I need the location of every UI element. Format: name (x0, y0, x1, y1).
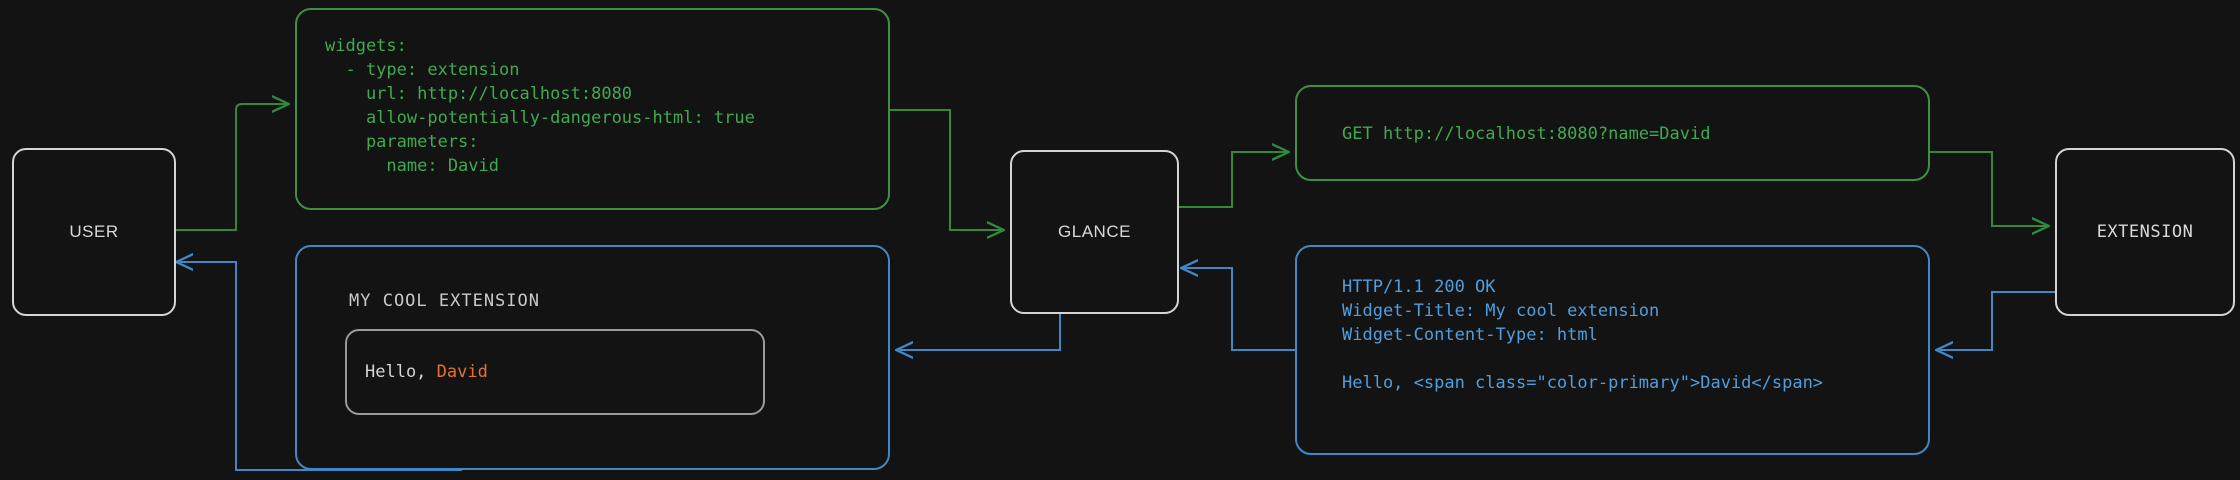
wire-extension-to-response (1937, 291, 2055, 350)
node-extension-label: EXTENSION (2096, 222, 2194, 242)
node-extension[interactable]: EXTENSION (2055, 148, 2235, 316)
widget-name-accent: David (436, 362, 488, 382)
widget-preview-body: Hello, David (347, 362, 488, 382)
response-card-code: HTTP/1.1 200 OK Widget-Title: My cool ex… (1342, 277, 1824, 393)
node-glance-label: GLANCE (1058, 222, 1131, 241)
wire-config-to-glance (890, 109, 1003, 230)
widget-preview-body-box: Hello, David (345, 329, 765, 415)
wire-widget-to-user (177, 262, 462, 471)
widget-preview-card[interactable]: MY COOL EXTENSION Hello, David (295, 245, 890, 470)
response-card[interactable]: HTTP/1.1 200 OK Widget-Title: My cool ex… (1295, 245, 1930, 455)
wire-glance-to-widget (897, 310, 1061, 350)
wire-glance-to-request (1175, 152, 1288, 208)
config-card[interactable]: widgets: - type: extension url: http://l… (295, 8, 890, 210)
wire-request-to-extension (1930, 151, 2048, 226)
node-user-label: USER (69, 222, 119, 241)
request-card[interactable]: GET http://localhost:8080?name=David (1295, 85, 1930, 181)
wire-user-to-config (170, 104, 288, 231)
request-card-code: GET http://localhost:8080?name=David (1342, 124, 1711, 144)
widget-preview-title: MY COOL EXTENSION (349, 291, 540, 311)
node-glance[interactable]: GLANCE (1010, 150, 1179, 314)
config-card-code: widgets: - type: extension url: http://l… (325, 36, 755, 176)
wire-response-to-glance (1182, 268, 1295, 351)
widget-greeting-text: Hello, (365, 362, 437, 382)
node-user[interactable]: USER (12, 148, 176, 316)
